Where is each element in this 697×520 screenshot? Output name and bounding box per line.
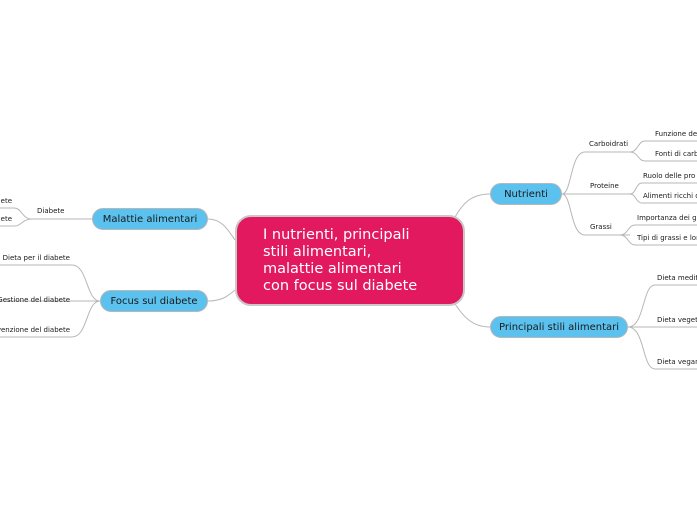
leaf-label: Alimenti ricchi d [643,192,697,200]
subtopic-grassi[interactable]: Grassi [590,222,620,233]
topic-principali-stili-alimentari[interactable]: Principali stili alimentari [490,316,628,338]
topic-malattie-alimentari[interactable]: Malattie alimentari [92,208,208,230]
connector-nutrienti-grassi [561,193,630,236]
topic-focus-sul-diabete[interactable]: Focus sul diabete [100,290,208,312]
connector-diabete-leaves [0,207,33,227]
connector-stili-leaves [627,284,697,370]
leaf-label: Dieta vegan [657,358,697,366]
subtopic-diabete-label: Diabete [37,207,65,215]
leaf-label: ete [0,197,12,205]
subtopic-grassi-label: Grassi [590,223,612,231]
leaf-focus-gestione[interactable]: Gestione del diabete [0,295,70,306]
connector-central-malattie [207,218,236,241]
leaf-proteine-2[interactable]: Alimenti ricchi d [643,191,697,202]
connector-central-focus [207,289,236,302]
leaf-label: Dieta veget [657,316,697,324]
leaf-proteine-1[interactable]: Ruolo delle pro [643,171,697,182]
connector-nutrienti-carboidrati [561,151,630,195]
subtopic-carboidrati-label: Carboidrati [589,140,629,148]
central-topic-label: I nutrienti, principali stili alimentari… [263,226,418,294]
leaf-focus-prevenzione[interactable]: venzione del diabete [0,325,70,336]
leaf-grassi-2[interactable]: Tipi di grassi e lor [637,233,697,244]
leaf-label: Fonti di carb [655,150,697,158]
leaf-label: ete [0,215,12,223]
subtopic-proteine-label: Proteine [590,182,619,190]
leaf-label: Dieta per il diabete [2,254,70,262]
central-topic[interactable]: I nutrienti, principali stili alimentari… [235,215,465,306]
leaf-grassi-1[interactable]: Importanza dei g [637,213,697,224]
topic-nutrienti[interactable]: Nutrienti [490,183,562,205]
leaf-stile-2[interactable]: Dieta veget [657,315,697,326]
leaf-label: venzione del diabete [0,326,70,334]
subtopic-proteine[interactable]: Proteine [590,181,630,192]
subtopic-diabete[interactable]: Diabete [37,206,67,217]
leaf-stile-1[interactable]: Dieta medit [657,273,697,284]
leaf-carboidrati-2[interactable]: Fonti di carb [655,149,697,160]
leaf-diabete-2[interactable]: ete [0,214,12,225]
leaf-label: Funzione dei [655,130,697,138]
connector-proteine-leaves [629,182,697,204]
connector-central-stili [454,303,491,328]
leaf-label: Dieta medit [657,274,697,282]
leaf-stile-3[interactable]: Dieta vegan [657,357,697,368]
leaf-label: Gestione del diabete [0,296,70,304]
leaf-label: Tipi di grassi e lor [637,234,697,242]
connector-carboidrati-leaves [629,140,697,162]
topic-focus-label: Focus sul diabete [110,295,198,307]
leaf-label: Ruolo delle pro [643,172,696,180]
connector-grassi-leaves [619,224,697,246]
subtopic-carboidrati[interactable]: Carboidrati [589,139,634,150]
leaf-diabete-1[interactable]: ete [0,196,12,207]
leaf-focus-dieta[interactable]: Dieta per il diabete [0,253,70,264]
topic-nutrienti-label: Nutrienti [504,188,548,200]
connector-focus-leaves [0,264,101,338]
connector-central-nutrienti [454,193,491,218]
topic-stili-label: Principali stili alimentari [498,321,620,333]
leaf-carboidrati-1[interactable]: Funzione dei [655,129,697,140]
leaf-label: Importanza dei g [637,214,697,222]
topic-malattie-label: Malattie alimentari [102,213,198,225]
